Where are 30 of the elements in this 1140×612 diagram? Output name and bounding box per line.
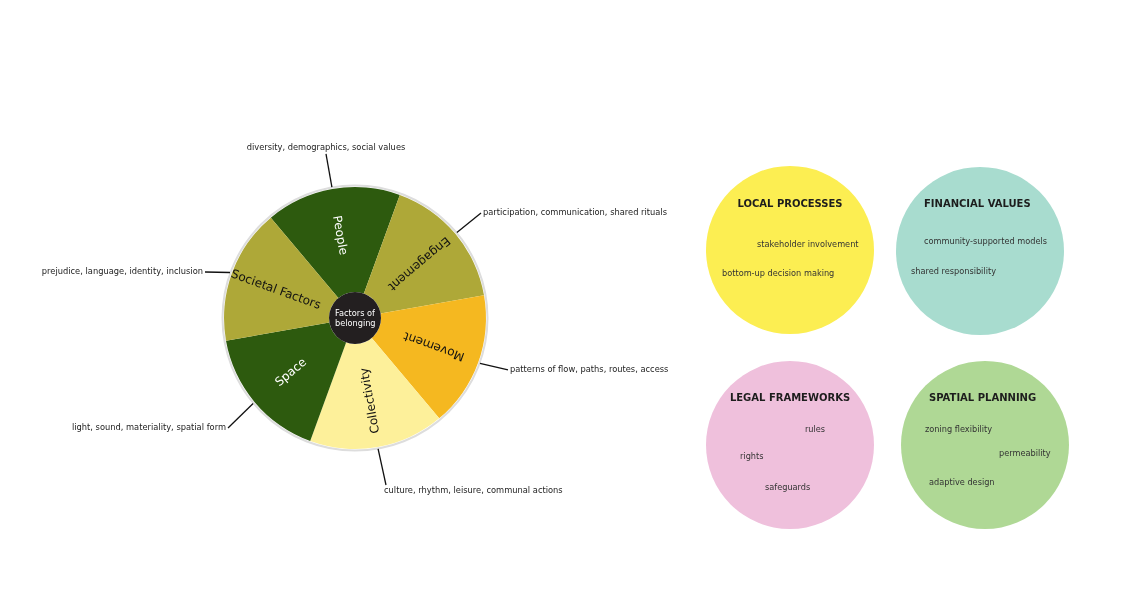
keyword-text: shared responsibility	[911, 266, 996, 276]
keyword-text: safeguards	[765, 482, 811, 492]
wheel-sector	[363, 194, 484, 314]
keyword-text: zoning flexibility	[925, 424, 992, 434]
keyword-text: community-supported models	[924, 236, 1047, 246]
leader-line	[227, 402, 254, 429]
annotation-text: patterns of flow, paths, routes, access	[510, 365, 669, 375]
keyword-text: rights	[740, 451, 764, 461]
hub-label: Factors of belonging	[335, 307, 375, 329]
circle-heading: SPATIAL PLANNING	[929, 392, 1037, 403]
circle-heading: LEGAL FRAMEWORKS	[729, 392, 851, 403]
annotation-text: participation, communication, shared rituals	[483, 208, 667, 218]
leader-line	[456, 212, 482, 234]
sector-label: People	[330, 214, 351, 257]
annotation-text: diversity, demographics, social values	[246, 143, 406, 153]
circle-heading: FINANCIAL VALUES	[924, 198, 1031, 209]
keyword-text: bottom-up decision making	[722, 268, 835, 278]
leader-line	[479, 362, 509, 371]
leader-line	[325, 153, 333, 188]
leader-line	[377, 448, 387, 486]
keyword-text: stakeholder involvement	[757, 239, 859, 249]
keyword-text: adaptive design	[929, 477, 995, 487]
annotation-text: light, sound, materiality, spatial form	[71, 423, 226, 433]
annotation-text: prejudice, language, identity, inclusion	[41, 267, 203, 277]
keyword-text: rules	[805, 424, 826, 434]
sector-label: Collectivity	[356, 366, 383, 435]
leader-line	[204, 271, 231, 274]
keyword-text: permeability	[999, 448, 1051, 458]
circle-heading: LOCAL PROCESSES	[737, 198, 843, 209]
annotation-text: culture, rhythm, leisure, communal actions	[384, 486, 563, 496]
